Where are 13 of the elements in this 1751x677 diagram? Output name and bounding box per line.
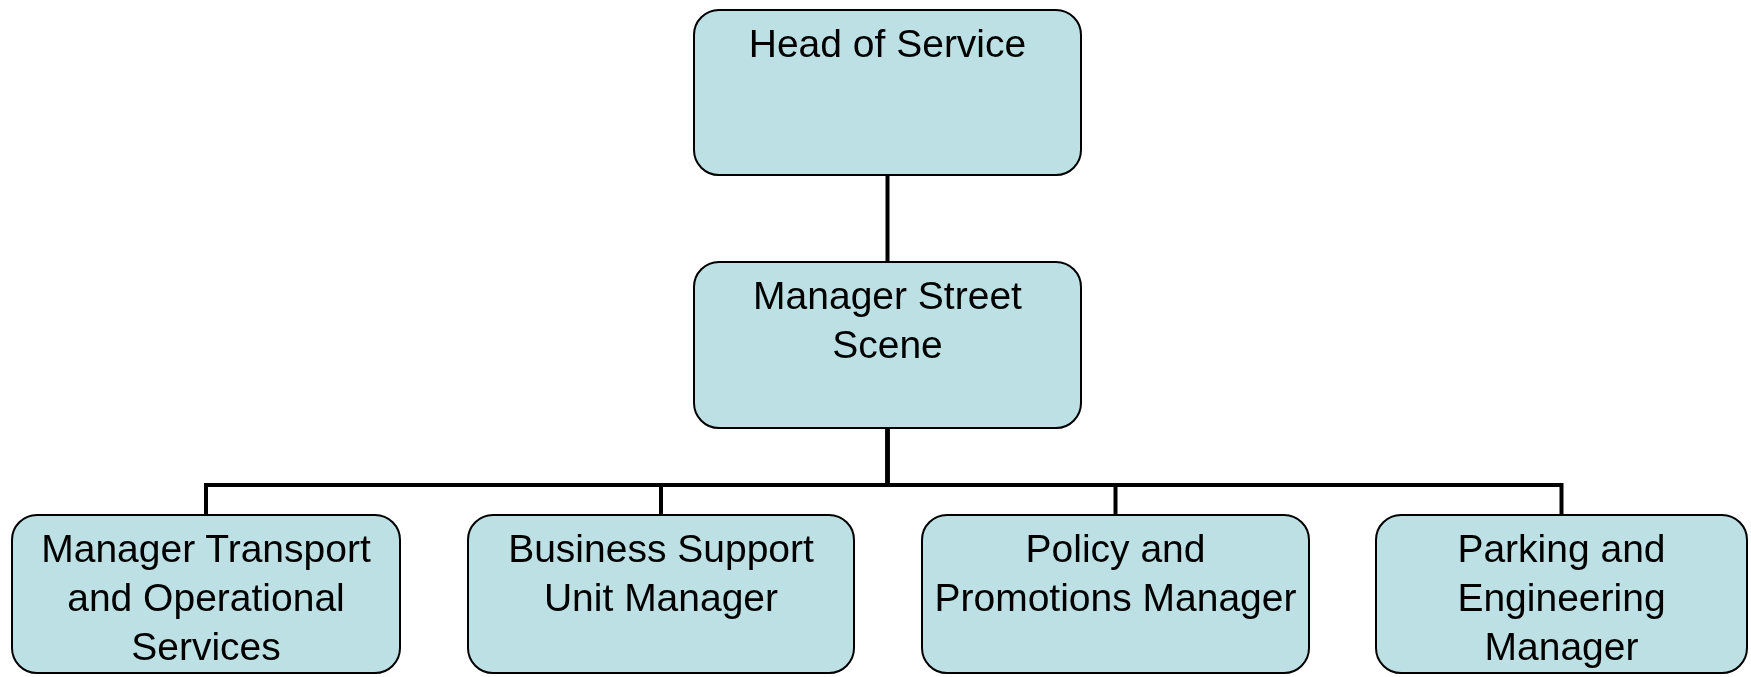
role-box	[11, 514, 401, 674]
role-title: Head of Service	[748, 21, 1027, 67]
role-box	[1375, 514, 1748, 674]
role-box	[693, 261, 1082, 429]
role-title: Business Support Unit Manager	[507, 526, 815, 621]
role-title: Policy and Promotions Manager	[933, 526, 1298, 621]
role-title: Parking and Engineering Manager	[1456, 526, 1667, 670]
role-box	[693, 9, 1082, 176]
role-box	[921, 514, 1310, 674]
role-box	[467, 514, 855, 674]
role-title: Manager Street Scene	[752, 273, 1023, 368]
connector-line	[885, 176, 890, 261]
role-title: Manager Transport and Operational Services	[40, 526, 372, 670]
